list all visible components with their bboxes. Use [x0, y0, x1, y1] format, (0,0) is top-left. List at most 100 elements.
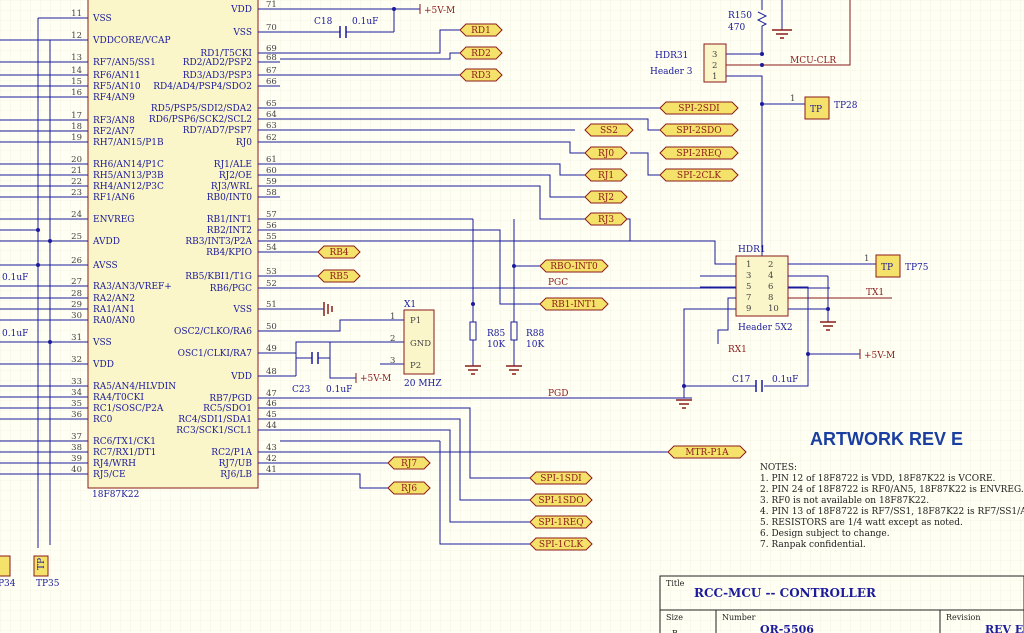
u1-left-pin-number: 17 [71, 111, 82, 121]
crystal-wires [280, 302, 404, 383]
net-flag-spi2req-text: SPI-2REQ [676, 149, 721, 159]
net-flag-rj7 [387, 456, 431, 470]
hdr1-pin-number: 4 [768, 271, 773, 281]
tp34-body [0, 555, 11, 577]
u1-right-pin-name: RJ6/LB [220, 470, 252, 480]
u1-right-pin-name: RJ7/UB [219, 459, 253, 469]
x1-pin-1: 1 [390, 312, 395, 322]
u1-left-pin-name: VDDCORE/VCAP [92, 36, 171, 46]
u1-left-pin-number: 20 [71, 155, 82, 165]
net-flag-rj0-text: RJ0 [598, 149, 614, 159]
cap-left-2-value: 0.1uF [2, 329, 28, 339]
net-flag-ss2 [584, 123, 634, 137]
u1-right-pin-name: RC2/P1A [211, 448, 252, 458]
u1-left-pin-number: 39 [71, 454, 82, 464]
net-flag-spi1clk [529, 537, 593, 551]
net-flag-rb1int1 [539, 297, 609, 311]
u1-right-pin-number: 62 [266, 133, 277, 143]
tp35-ref: TP35 [36, 579, 60, 589]
u1-right-pin-number: 51 [266, 300, 277, 310]
net-flag-rj2 [584, 190, 628, 204]
u1-right-pin-name: VDD [230, 5, 252, 15]
hdr1-pin-number: 1 [746, 260, 751, 270]
u1-left-pin-name: RH4/AN12/P3C [93, 182, 164, 192]
tp28-ref: TP28 [834, 101, 858, 111]
net-flag-mtrp1a [667, 445, 747, 459]
net-flag-rj7-text: RJ7 [401, 459, 417, 469]
net-flag-rd3-text: RD3 [471, 71, 491, 81]
u1-left-pin-name: RC6/TX1/CK1 [93, 437, 156, 447]
u1-left-pin-name: RH6/AN14/P1C [93, 160, 164, 170]
net-flag-rj6-text: RJ6 [401, 484, 417, 494]
u1-left-pin-name: RA1/AN1 [93, 305, 135, 315]
tp28-label: TP [810, 105, 822, 115]
u1-right-pin-name: VDD [230, 372, 252, 382]
u1-right-pin-number: 44 [266, 421, 277, 431]
u1-right-pin-name: RB4/KPIO [206, 248, 252, 258]
u1-right-pin-name: RJ2/OE [219, 171, 252, 181]
plus5v-label-crystal: +5V-M [360, 374, 391, 384]
u1-right-pin-name: RD3/AD3/PSP3 [183, 71, 253, 81]
u1-left-pin-name: RA0/AN0 [93, 316, 135, 326]
net-flag-spi1req-text: SPI-1REQ [538, 518, 583, 528]
x1-pin-2: 2 [390, 334, 395, 344]
c18-ref: C18 [314, 17, 333, 27]
hdr31-pin3: 3 [712, 50, 717, 60]
c17-ref: C17 [732, 375, 751, 385]
net-flag-rd1-text: RD1 [471, 26, 491, 36]
u1-right-pin-name: RD2/AD2/PSP2 [183, 58, 252, 68]
net-flag-rj6 [387, 481, 431, 495]
net-mcuclr-text: MCU-CLR [790, 56, 836, 66]
c18-value: 0.1uF [352, 17, 378, 27]
u1-right-pin-number: 69 [266, 44, 277, 54]
u1-right-pin-name: VSS [232, 305, 252, 315]
net-flag-rj3-text: RJ3 [598, 215, 614, 225]
net-tx1-text: TX1 [866, 288, 884, 298]
u1-left-pin-number: 37 [71, 432, 82, 442]
u1-right-pin-name: RD5/PSP5/SDI2/SDA2 [151, 104, 252, 114]
u1-left-pin-name: RJ5/CE [93, 470, 126, 480]
u1-right-pin-number: 52 [266, 279, 277, 289]
hdr31-pin2: 2 [712, 61, 717, 71]
net-flag-spi2sdi [659, 101, 739, 115]
tb-title-label: Title [666, 579, 685, 588]
u1-left-pin-name: RF1/AN6 [93, 193, 135, 203]
hdr31-body [703, 43, 727, 83]
u1-right-pin-number: 56 [266, 221, 277, 231]
net-flag-ss2-text: SS2 [600, 126, 618, 136]
tp35-body [33, 555, 49, 577]
net-flag-spi2clk-text: SPI-2CLK [677, 171, 721, 181]
u1-left-pin-number: 23 [71, 188, 82, 198]
u1-right-pin-number: 47 [266, 389, 277, 399]
u1-right-pin-name: RD7/AD7/PSP7 [183, 126, 253, 136]
u1-right-pin-name: OSC1/CLKI/RA7 [178, 349, 253, 359]
u1-right-pin-name: RB1/INT1 [207, 215, 252, 225]
u1-left-pin-number: 36 [71, 410, 82, 420]
u1-right-pin-number: 42 [266, 454, 277, 464]
u1-left-pin-name: RA4/T0CKI [93, 393, 144, 403]
net-pgc-text: PGC [548, 278, 568, 288]
u1-right-pin-number: 64 [266, 110, 277, 120]
hdr1-wiring [630, 240, 892, 409]
net-flag-spi1sdo [529, 493, 593, 507]
tp35-label: TP [37, 558, 47, 570]
u1-right-pin-number: 63 [266, 121, 277, 131]
tp28-body [804, 96, 830, 120]
note-item: 6. Design subject to change. [760, 529, 890, 539]
u1-left-pin-name: RH5/AN13/P3B [93, 171, 164, 181]
u1-left-pin-number: 38 [71, 443, 82, 453]
hdr1-pin-number: 9 [746, 304, 751, 314]
artwork-rev: ARTWORK REV E [810, 429, 963, 449]
x1-p1: P1 [410, 316, 421, 326]
net-flag-rb5 [317, 269, 361, 283]
net-flag-rb1int1-text: RB1-INT1 [551, 300, 596, 310]
net-flag-rd1 [459, 23, 503, 37]
note-item: 1. PIN 12 of 18F8722 is VDD, 18F87K22 is… [760, 474, 996, 484]
u1-left-pin-name: ENVREG [93, 215, 134, 225]
x1-p2: P2 [410, 361, 421, 371]
net-flag-rj2-text: RJ2 [598, 193, 614, 203]
u1-right-pin-number: 57 [266, 210, 277, 220]
net-flag-rb0int0 [539, 259, 609, 273]
